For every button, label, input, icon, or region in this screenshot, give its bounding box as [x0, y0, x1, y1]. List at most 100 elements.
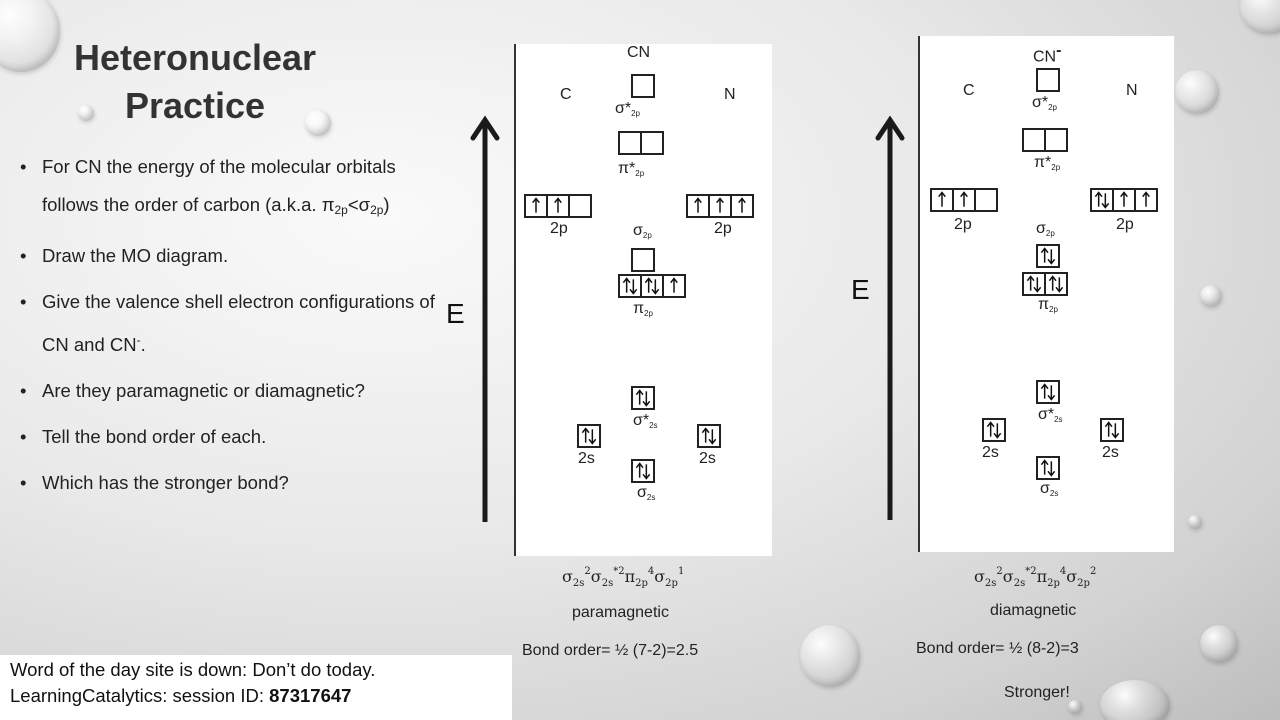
orbital-box — [1134, 188, 1158, 212]
question-list: For CN the energy of the molecular orbit… — [18, 148, 438, 510]
electron-configuration-cn: σ2s2σ2s*2π2p4σ2p1 — [562, 566, 684, 589]
orbital-box — [1100, 418, 1124, 442]
orbital-box — [618, 131, 642, 155]
orbital-box — [631, 386, 655, 410]
orbital-left-2p — [930, 188, 998, 212]
orbital-box — [1036, 456, 1060, 480]
orbital-box — [686, 194, 710, 218]
orbital-box — [1112, 188, 1136, 212]
config-term: σ2s2 — [974, 566, 1003, 589]
sigma-star-2p-label: σ*2p — [615, 100, 641, 119]
pi-star-2p-label: π*2p — [618, 160, 645, 179]
energy-arrow-left — [470, 115, 500, 522]
orbital-box — [1044, 272, 1068, 296]
sigma-2p-label: σ2p — [633, 222, 652, 241]
orbital-box — [631, 74, 655, 98]
stronger-label: Stronger! — [1004, 684, 1070, 701]
energy-label-right: E — [851, 274, 870, 305]
orbital-sigma-star-2s — [631, 386, 655, 410]
sigma-2s-label: σ2s — [1040, 480, 1059, 499]
orbital-box — [577, 424, 601, 448]
orbital-box — [1036, 68, 1060, 92]
page-title: Heteronuclear Practice — [30, 34, 360, 130]
energy-arrow-right — [875, 115, 905, 520]
molecule-label: CN — [627, 44, 651, 61]
panel-divider — [514, 44, 516, 556]
title-line-1: Heteronuclear — [73, 37, 317, 78]
orbital-pi-star-2p — [1022, 128, 1068, 152]
config-term: σ2s2 — [562, 566, 591, 589]
orbital-box — [952, 188, 976, 212]
bullet-configurations: Give the valence shell electron configur… — [18, 283, 438, 364]
atomic-2p-right-label: 2p — [1116, 216, 1134, 233]
orbital-left-2s — [577, 424, 601, 448]
sigma-2s-label: σ2s — [637, 484, 656, 503]
config-term: σ2s*2 — [590, 566, 625, 589]
orbital-sigma-star-2p — [1036, 68, 1060, 92]
orbital-box — [1036, 244, 1060, 268]
panel-divider — [918, 36, 920, 552]
orbital-sigma-2s — [1036, 456, 1060, 480]
orbital-box — [631, 459, 655, 483]
orbital-box — [697, 424, 721, 448]
left-atom-label: C — [560, 86, 572, 103]
footer-line-1: Word of the day site is down: Don’t do t… — [10, 659, 376, 680]
orbital-pi-star-2p — [618, 131, 664, 155]
left-atom-label: C — [963, 82, 975, 99]
atomic-2p-right-label: 2p — [714, 220, 732, 237]
sigma-2p-label: σ2p — [1036, 220, 1055, 239]
orbital-pi-2p — [1022, 272, 1068, 296]
orbital-box — [662, 274, 686, 298]
atomic-2s-left-label: 2s — [982, 444, 999, 461]
right-atom-label: N — [724, 86, 736, 103]
bond-order-cn-minus: Bond order= ½ (8-2)=3 — [916, 640, 1079, 657]
molecule-label: CN- — [1033, 42, 1062, 66]
orbital-box — [568, 194, 592, 218]
water-drop-decoration — [305, 110, 331, 136]
orbital-box — [1022, 272, 1046, 296]
orbital-sigma-2s — [631, 459, 655, 483]
magnetism-cn-minus: diamagnetic — [990, 602, 1077, 619]
orbital-box — [631, 248, 655, 272]
water-drop-decoration — [1200, 625, 1238, 663]
orbital-sigma-2p — [1036, 244, 1060, 268]
bullet-stronger-bond: Which has the stronger bond? — [18, 464, 438, 502]
orbital-pi-2p — [618, 274, 686, 298]
config-term: σ2p2 — [1066, 566, 1097, 589]
water-drop-decoration — [1068, 700, 1082, 714]
config-term: σ2p1 — [654, 566, 685, 589]
pi-star-2p-label: π*2p — [1034, 154, 1061, 173]
mo-diagram-cn-minus: CN- C N σ*2p π*2p 2p 2p σ2p π2p σ*2s 2s … — [918, 36, 1174, 552]
water-drop-decoration — [800, 625, 860, 687]
orbital-box — [524, 194, 548, 218]
bullet-magnetism: Are they paramagnetic or diamagnetic? — [18, 372, 438, 410]
orbital-box — [982, 418, 1006, 442]
config-term: σ2s*2 — [1002, 566, 1037, 589]
water-drop-decoration — [1175, 70, 1219, 114]
config-term: π2p4 — [624, 566, 655, 589]
orbital-left-2s — [982, 418, 1006, 442]
atomic-2p-left-label: 2p — [550, 220, 568, 237]
orbital-box — [1044, 128, 1068, 152]
atomic-2s-left-label: 2s — [578, 450, 595, 467]
orbital-box — [618, 274, 642, 298]
pi-2p-label: π2p — [633, 300, 653, 319]
orbital-box — [730, 194, 754, 218]
orbital-sigma-star-2p — [631, 74, 655, 98]
bullet-bond-order: Tell the bond order of each. — [18, 418, 438, 456]
orbital-right-2s — [1100, 418, 1124, 442]
orbital-right-2p — [686, 194, 754, 218]
orbital-box — [1090, 188, 1114, 212]
orbital-box — [640, 274, 664, 298]
orbital-sigma-2p — [631, 248, 655, 272]
orbital-box — [1022, 128, 1046, 152]
electron-configuration-cn-minus: σ2s2σ2s*2π2p4σ2p2 — [974, 566, 1096, 589]
sigma-star-2s-label: σ*2s — [633, 412, 658, 431]
mo-diagram-cn: CN C N σ*2p π*2p 2p 2p σ2p π2p σ*2s 2s 2… — [514, 44, 772, 556]
title-line-2: Practice — [124, 85, 266, 126]
pi-2p-label: π2p — [1038, 296, 1058, 315]
magnetism-cn: paramagnetic — [572, 604, 669, 621]
orbital-box — [546, 194, 570, 218]
bullet-draw-diagram: Draw the MO diagram. — [18, 237, 438, 275]
bond-order-cn: Bond order= ½ (7-2)=2.5 — [522, 642, 699, 659]
